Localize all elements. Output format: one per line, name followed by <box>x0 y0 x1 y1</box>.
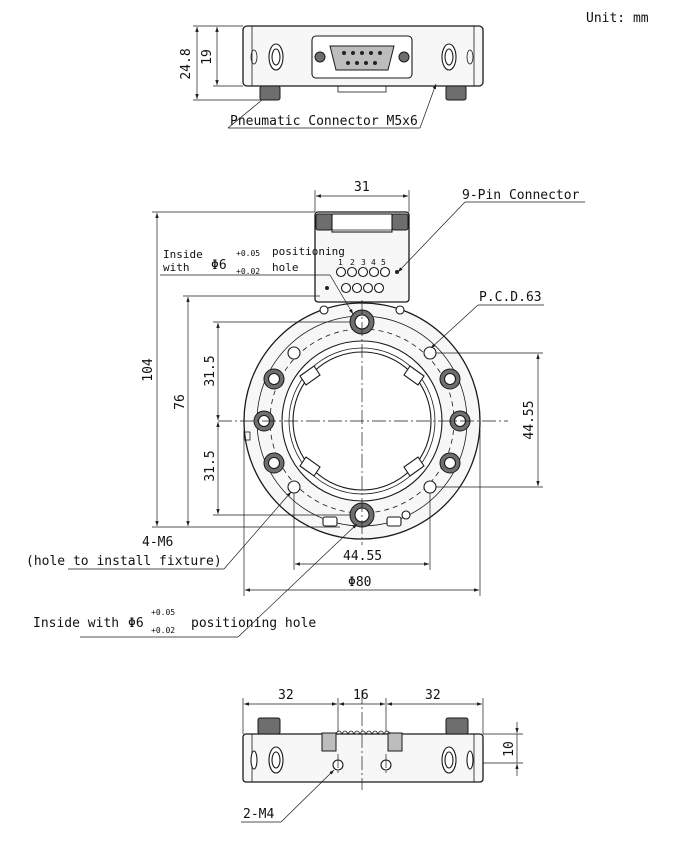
upper-hole-with: with <box>163 261 190 274</box>
dim-bottom-height: 10 <box>502 741 517 757</box>
dim-height-body: 19 <box>200 49 215 65</box>
front-view: 1 2 3 4 5 <box>26 180 585 638</box>
pneumatic-connector-callout: Pneumatic Connector M5x6 <box>230 114 418 129</box>
nine-pin-callout: 9-Pin Connector <box>462 188 580 203</box>
unit-label: Unit: mm <box>586 11 649 26</box>
dim-bottom-left: 32 <box>278 688 294 703</box>
lower-hole-prefix: Inside with <box>33 616 119 631</box>
dsub-pins <box>342 51 382 65</box>
upper-positioning-hole-callout: Inside with Φ6 +0.05 +0.02 positioning h… <box>160 245 354 315</box>
upper-hole-hole: hole <box>272 261 299 274</box>
m4-label: 2-M4 <box>243 807 274 822</box>
m6-label-desc: (hole to install fixture) <box>26 554 222 569</box>
lower-hole-diameter: Φ6 <box>128 616 144 631</box>
upper-hole-inside: Inside <box>163 248 203 261</box>
pcd-label: P.C.D.63 <box>479 290 542 305</box>
upper-hole-tol-upper: +0.05 <box>236 249 260 258</box>
lower-hole-tol-lower: +0.02 <box>151 626 175 635</box>
m6-label: 4-M6 <box>142 535 173 550</box>
connector-pins <box>325 266 399 294</box>
dim-bottom-44-55: 44.55 <box>343 549 382 564</box>
upper-hole-diameter: Φ6 <box>211 258 227 273</box>
dim-lower-31-5: 31.5 <box>203 450 218 481</box>
dim-bottom-center: 16 <box>353 688 369 703</box>
lower-hole-suffix: positioning hole <box>191 616 316 631</box>
connector-pin-numbers: 1 2 3 4 5 <box>338 258 386 267</box>
dim-upper-31-5: 31.5 <box>203 355 218 386</box>
dim-connector-width: 31 <box>354 180 370 195</box>
lower-positioning-hole-callout: Inside with Φ6 +0.05 +0.02 positioning h… <box>33 523 358 638</box>
dim-overall-height: 104 <box>141 358 156 382</box>
upper-hole-positioning: positioning <box>272 245 345 258</box>
dim-diameter: Φ80 <box>348 575 371 590</box>
pin-number-4: 4 <box>371 258 376 267</box>
dim-right-44-55: 44.55 <box>522 400 537 439</box>
upper-hole-tol-lower: +0.02 <box>236 267 260 276</box>
dim-height-total: 24.8 <box>179 48 194 79</box>
pin-number-2: 2 <box>350 258 355 267</box>
top-view: 24.8 19 Pneumatic Connector M5x6 <box>179 25 484 129</box>
dim-bottom-right: 32 <box>425 688 441 703</box>
pin-number-3: 3 <box>361 258 366 267</box>
bottom-view: 32 16 32 10 2-M4 <box>241 688 523 823</box>
lower-hole-tol-upper: +0.05 <box>151 608 175 617</box>
dim-height-76: 76 <box>173 394 188 410</box>
pin-number-5: 5 <box>381 258 386 267</box>
pin-number-1: 1 <box>338 258 343 267</box>
